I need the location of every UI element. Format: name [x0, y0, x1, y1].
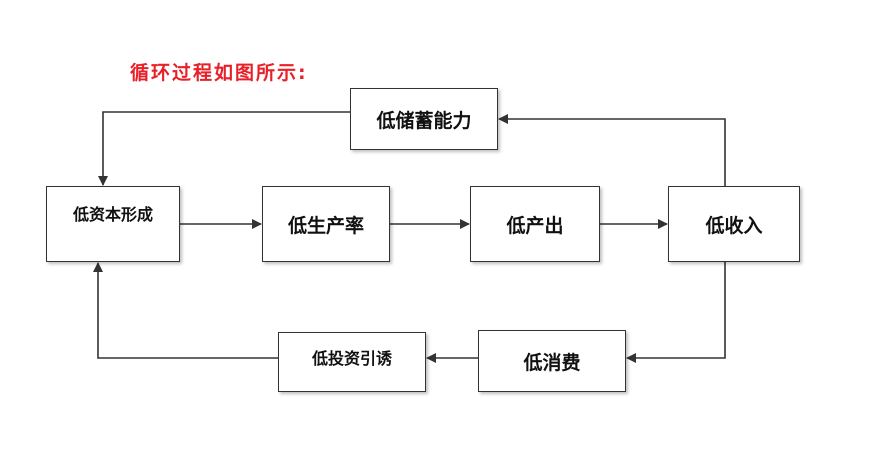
- arrow-investment-to-capital: [93, 262, 278, 359]
- node-low-income: 低收入: [668, 186, 800, 262]
- node-low-investment-incentive: 低投资引诱: [278, 332, 426, 392]
- node-low-capital-formation: 低资本形成: [46, 186, 180, 262]
- node-label: 低储蓄能力: [376, 109, 472, 132]
- node-low-productivity: 低生产率: [262, 186, 390, 262]
- node-label: 低收入: [705, 214, 763, 237]
- arrow-income-to-consumption: [626, 262, 726, 363]
- node-label: 低产出: [506, 214, 564, 237]
- diagram-title: 循环过程如图所示:: [130, 62, 308, 84]
- arrow-income-to-savings: [498, 114, 726, 186]
- node-label: 低投资引诱: [311, 349, 392, 368]
- arrow-savings-to-capital: [98, 111, 350, 186]
- node-label: 低消费: [523, 351, 581, 374]
- node-low-consumption: 低消费: [478, 330, 626, 392]
- node-low-output: 低产出: [470, 186, 600, 262]
- node-label: 低资本形成: [72, 205, 153, 224]
- node-low-savings: 低储蓄能力: [350, 88, 498, 150]
- node-label: 低生产率: [287, 214, 364, 237]
